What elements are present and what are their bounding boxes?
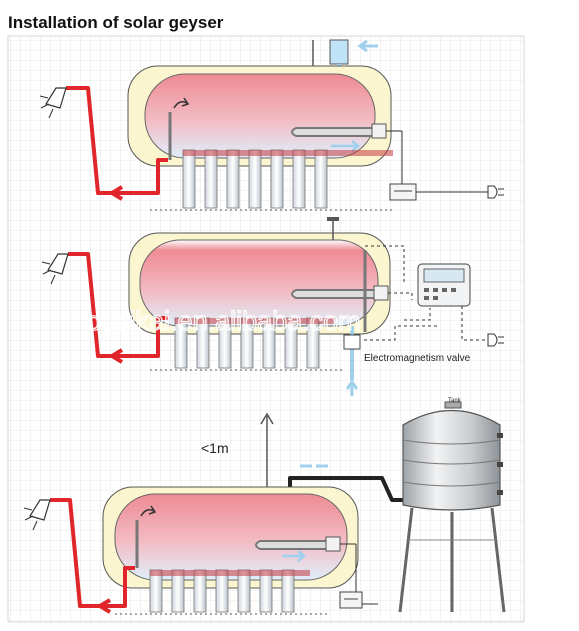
controller-icon [389, 183, 417, 201]
controller-icon [339, 591, 363, 609]
heat-arrow [331, 140, 360, 152]
shower-icon [23, 499, 51, 531]
vacuum-tubes [174, 317, 335, 369]
electric-heater [291, 127, 375, 137]
inner-tank [114, 493, 348, 581]
electric-heater [255, 540, 330, 550]
water-tank-icon [398, 401, 506, 613]
hot-water-pipe [66, 86, 168, 195]
tank-label: Tank [448, 398, 462, 404]
vacuum-tubes [182, 149, 393, 209]
electric-heater [291, 289, 377, 299]
flow-arrow-icon [173, 97, 190, 109]
controller-icon [417, 263, 471, 307]
inflow-arrow [357, 39, 378, 53]
height-limit-label: <1m [201, 440, 229, 456]
inner-tank [139, 239, 379, 327]
system-1-basic [39, 39, 504, 211]
valve-label: Electromagnetism valve [364, 353, 471, 364]
watermark: ousikai.en.alibaba.com [86, 306, 361, 336]
flow-arrow-icon [140, 505, 157, 517]
shower-icon [41, 253, 69, 285]
page-title: Installation of solar geyser [8, 13, 224, 32]
plug-icon [487, 185, 504, 199]
heater-flange [371, 123, 387, 139]
system-2-electromagnetic: Electromagnetism valve ousikai.en.alibab… [41, 217, 504, 396]
shower-icon [39, 87, 67, 119]
hot-water-pipe [68, 252, 168, 358]
plug-icon [487, 333, 504, 347]
inlet-valve-box [329, 39, 349, 65]
electromagnetism-valve [343, 334, 361, 350]
system-3-gravity-tank: <1m [23, 398, 506, 615]
vacuum-tubes [149, 569, 310, 613]
